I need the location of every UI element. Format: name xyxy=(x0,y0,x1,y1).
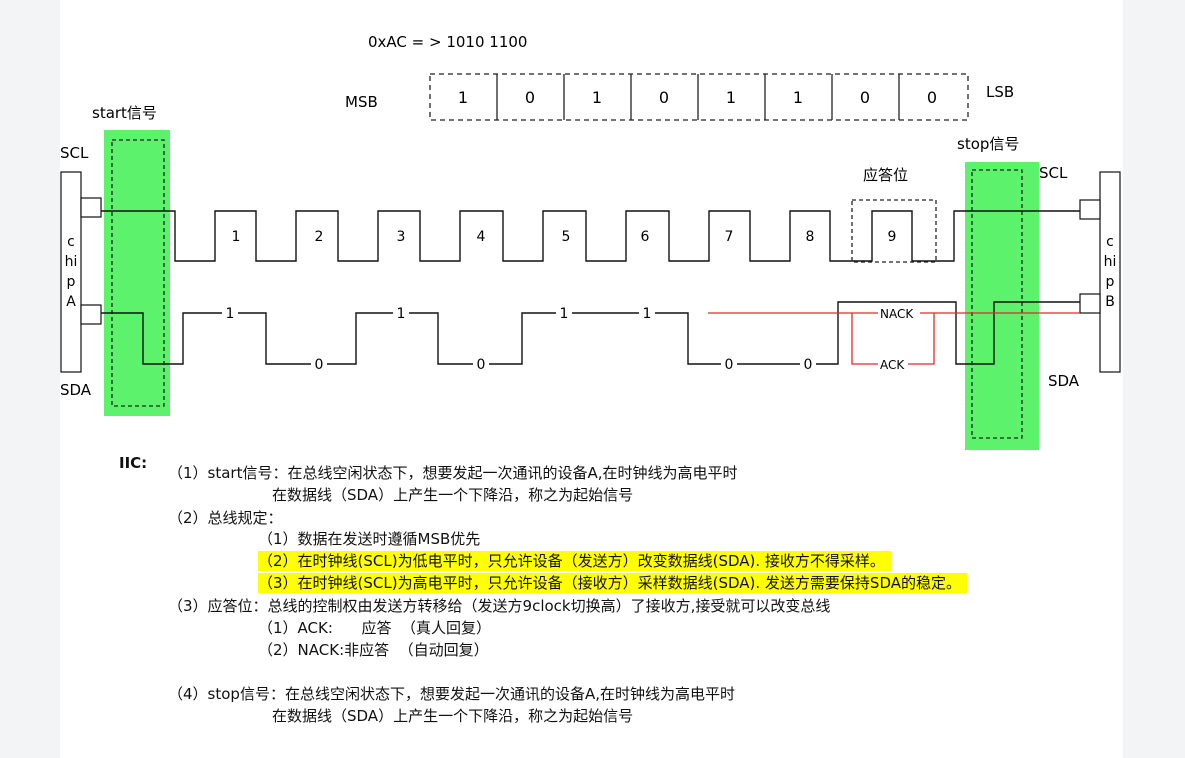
clock-pulse-8: 8 xyxy=(806,229,815,245)
sda-level-8: 0 xyxy=(804,357,813,373)
start-condition-highlight xyxy=(104,130,170,416)
sda-level-3: 1 xyxy=(397,306,406,322)
byte-bit-1: 1 xyxy=(458,88,468,107)
sda-level-labels: 1 0 1 0 1 1 0 0 xyxy=(222,304,816,373)
ack-nack-paths xyxy=(708,312,1080,365)
ack-label-backing xyxy=(878,357,908,373)
chip-b-sda-label: SDA xyxy=(1048,372,1080,390)
chip-b-sda-pin xyxy=(1079,293,1101,314)
start-label: start信号 xyxy=(92,104,157,122)
byte-bit-6: 1 xyxy=(793,88,803,107)
chip-b-scl-pin xyxy=(1079,199,1101,220)
clock-pulse-3: 3 xyxy=(397,229,406,245)
byte-bit-3: 1 xyxy=(592,88,602,107)
sda-label-backing xyxy=(721,355,737,373)
sda-label-backing xyxy=(473,355,489,373)
byte-bit-2: 0 xyxy=(525,88,535,107)
byte-dividers xyxy=(496,74,900,120)
chip-name-line: p xyxy=(1106,274,1115,290)
nack-label: NACK xyxy=(880,307,914,321)
stop-label: stop信号 xyxy=(957,135,1019,153)
clock-pulse-1: 1 xyxy=(232,229,241,245)
scl-waveform xyxy=(101,210,1080,262)
chip-a-scl-label: SCL xyxy=(60,144,89,162)
byte-bits: 1 0 1 0 1 1 0 0 xyxy=(458,88,937,107)
sda-label-backing xyxy=(639,304,655,322)
msb-label: MSB xyxy=(345,93,378,111)
chip-a-scl-pin xyxy=(80,197,102,218)
clock-pulse-6: 6 xyxy=(641,229,650,245)
clock-pulse-labels: 1 2 3 4 5 6 7 8 9 xyxy=(232,229,897,245)
byte-bit-5: 1 xyxy=(726,88,736,107)
byte-dashed-box xyxy=(429,73,969,121)
clock-pulse-7: 7 xyxy=(725,229,734,245)
clock-pulse-4: 4 xyxy=(477,229,486,245)
sda-level-2: 0 xyxy=(315,357,324,373)
clock-pulse-9: 9 xyxy=(888,229,897,245)
clock-pulse-5: 5 xyxy=(562,229,571,245)
chip-b-scl-label: SCL xyxy=(1039,164,1068,182)
sda-label-backing xyxy=(800,355,816,373)
nack-label-backing xyxy=(878,306,917,322)
clock-pulse-2: 2 xyxy=(315,229,324,245)
stop-condition-highlight xyxy=(965,162,1039,450)
sda-label-backing xyxy=(556,304,572,322)
sda-level-5: 1 xyxy=(560,306,569,322)
ack-label: ACK xyxy=(880,358,905,372)
byte-bit-7: 0 xyxy=(860,88,870,107)
sda-level-7: 0 xyxy=(725,357,734,373)
stop-condition-dashed-box xyxy=(971,169,1023,439)
chip-name-line: c xyxy=(1106,234,1114,250)
sda-level-1: 1 xyxy=(226,306,235,322)
chip-name-line: p xyxy=(67,274,76,290)
sda-waveform xyxy=(101,301,1080,365)
chip-name-line: A xyxy=(66,294,76,310)
sda-label-backing xyxy=(222,304,238,322)
sda-level-6: 1 xyxy=(643,306,652,322)
chip-name-line: c xyxy=(67,234,75,250)
chip-b-body xyxy=(1099,171,1121,373)
hex-line: 0xAC = > 1010 1100 xyxy=(368,33,527,51)
chip-a-sda-pin xyxy=(80,304,102,325)
lsb-label: LSB xyxy=(986,83,1014,101)
sda-label-backing xyxy=(311,355,327,373)
ack-bit-dashed-box xyxy=(851,199,937,263)
sda-level-4: 0 xyxy=(477,357,486,373)
byte-bit-8: 0 xyxy=(927,88,937,107)
chip-a-body xyxy=(60,171,82,373)
byte-bit-4: 0 xyxy=(659,88,669,107)
chip-name-line: hi xyxy=(65,254,78,270)
sda-label-backing xyxy=(393,304,409,322)
chip-name-line: hi xyxy=(1104,254,1117,270)
chip-a-sda-label: SDA xyxy=(60,381,92,399)
chip-name-line: B xyxy=(1105,294,1115,310)
ack-bit-label: 应答位 xyxy=(863,166,908,184)
start-condition-dashed-box xyxy=(111,139,165,407)
diagram-canvas xyxy=(60,0,1123,758)
